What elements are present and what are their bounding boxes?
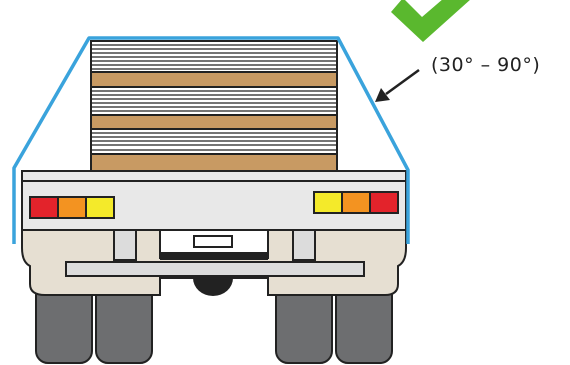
rear-bumper: [66, 262, 364, 276]
angle-pointer-arrow: [375, 70, 419, 102]
tail-lights-right: [314, 192, 398, 213]
tail-light-red-left: [30, 197, 58, 218]
tail-light-yellow-right: [314, 192, 342, 213]
tow-bar-beam: [160, 252, 268, 260]
angle-range-label: (30° – 90°): [431, 54, 540, 76]
number-plate: [194, 236, 232, 247]
tail-lights-left: [30, 197, 114, 218]
chassis-rail-left: [114, 230, 136, 260]
tow-hitch: [193, 278, 233, 296]
cardboard-layer-2: [91, 115, 337, 129]
tail-light-orange-right: [342, 192, 370, 213]
tail-light-red-right: [370, 192, 398, 213]
truck-tray: [22, 171, 406, 230]
tail-light-yellow-left: [86, 197, 114, 218]
tray-deck: [22, 171, 406, 181]
cardboard-layer-1: [91, 72, 337, 87]
tail-light-orange-left: [58, 197, 86, 218]
check-mark-icon: [391, 0, 471, 42]
cardboard-base: [91, 154, 337, 171]
chassis-rail-right: [293, 230, 315, 260]
truck-lower-body: [22, 230, 406, 296]
load-stack: [91, 41, 337, 171]
sheet-lines-top: [91, 45, 337, 69]
